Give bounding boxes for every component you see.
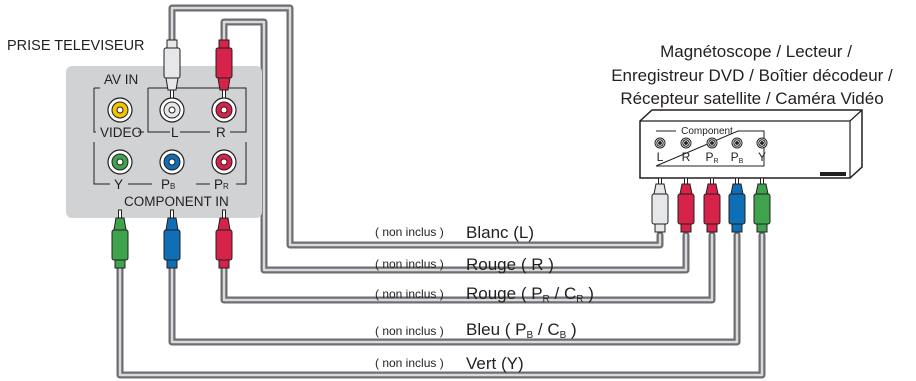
device-jack-label: L bbox=[657, 150, 664, 164]
plug-tv-white bbox=[163, 39, 181, 99]
r-label: R bbox=[216, 125, 226, 140]
svg-text:Bleu ( PB / CB ): Bleu ( PB / CB ) bbox=[466, 320, 577, 341]
cable-label-white: ( non inclus ) Blanc (L) bbox=[375, 223, 534, 242]
device-box bbox=[639, 109, 863, 179]
l-label: L bbox=[171, 125, 179, 140]
jack-pb-blue bbox=[159, 149, 185, 175]
jack-pr-red bbox=[211, 149, 237, 175]
plug-tv-red-pr bbox=[215, 209, 233, 269]
cable-blue-pb bbox=[168, 231, 741, 346]
cable-red-r bbox=[220, 18, 690, 274]
cable-white-l bbox=[168, 4, 664, 249]
svg-text:( non inclus ): ( non inclus ) bbox=[375, 287, 444, 301]
cable-label-red-pr: ( non inclus ) Rouge ( PR / CR ) bbox=[375, 284, 594, 305]
component-in-label: COMPONENT IN bbox=[124, 194, 229, 209]
cable-label-green-y: ( non inclus ) Vert (Y) bbox=[375, 354, 524, 373]
pr-label: PR bbox=[214, 177, 229, 192]
svg-text:( non inclus ): ( non inclus ) bbox=[375, 257, 444, 271]
device-jack-5: Y bbox=[756, 137, 768, 164]
jack-video-yellow bbox=[107, 97, 133, 123]
jack-l-white bbox=[159, 97, 185, 123]
pb-label: PB bbox=[161, 177, 175, 192]
device-jack-label: R bbox=[682, 150, 691, 164]
device-plug-3 bbox=[703, 177, 721, 233]
av-in-label: AV IN bbox=[104, 72, 138, 87]
device-plug-1 bbox=[651, 177, 669, 233]
cable-red-pr bbox=[220, 231, 716, 304]
device-plug-5 bbox=[753, 177, 771, 233]
device-plug-4 bbox=[728, 177, 746, 233]
device-jacks: L R PR PB Y bbox=[654, 137, 768, 165]
plug-tv-blue bbox=[163, 209, 181, 269]
device-jack-label: PB bbox=[731, 150, 744, 165]
plug-tv-red-r bbox=[215, 39, 233, 99]
svg-text:( non inclus ): ( non inclus ) bbox=[375, 225, 444, 239]
device-jack-label: PR bbox=[705, 150, 718, 165]
device-jack-1: L bbox=[654, 137, 666, 164]
cable-label-blue-pb: ( non inclus ) Bleu ( PB / CB ) bbox=[375, 320, 577, 341]
panel-brackets bbox=[93, 87, 247, 185]
svg-text:Component: Component bbox=[681, 126, 733, 137]
svg-text:Rouge ( R ): Rouge ( R ) bbox=[466, 255, 554, 274]
svg-text:( non inclus ): ( non inclus ) bbox=[375, 324, 444, 338]
jack-y-green bbox=[107, 149, 133, 175]
device-jack-label: Y bbox=[758, 150, 766, 164]
device-title: Magnétoscope / Lecteur / Enregistreur DV… bbox=[611, 42, 893, 108]
device-plug-2 bbox=[677, 177, 695, 233]
svg-text:Rouge ( PR / CR ): Rouge ( PR / CR ) bbox=[466, 284, 594, 305]
cable-green-y bbox=[116, 231, 766, 379]
svg-text:Magnétoscope / Lecteur /: Magnétoscope / Lecteur / bbox=[660, 42, 852, 61]
device-jack-2: R bbox=[680, 137, 692, 164]
device-component-panel: Component bbox=[655, 126, 765, 167]
svg-text:Enregistreur DVD / Boîtier déc: Enregistreur DVD / Boîtier décodeur / bbox=[611, 66, 893, 85]
device-plugs bbox=[651, 177, 771, 233]
svg-text:Récepteur satellite / Caméra V: Récepteur satellite / Caméra Vidéo bbox=[620, 89, 883, 108]
plug-tv-green bbox=[111, 209, 129, 269]
svg-text:Blanc (L): Blanc (L) bbox=[466, 223, 534, 242]
device-jack-3: PR bbox=[705, 137, 719, 165]
y-label: Y bbox=[114, 177, 123, 192]
video-label: VIDEO bbox=[100, 125, 142, 140]
device-jack-4: PB bbox=[731, 137, 744, 165]
jack-r-red bbox=[211, 97, 237, 123]
tv-title: PRISE TELEVISEUR bbox=[7, 38, 145, 54]
svg-text:Vert (Y): Vert (Y) bbox=[466, 354, 524, 373]
cable-label-red-r: ( non inclus ) Rouge ( R ) bbox=[375, 255, 554, 274]
svg-text:( non inclus ): ( non inclus ) bbox=[375, 356, 444, 370]
